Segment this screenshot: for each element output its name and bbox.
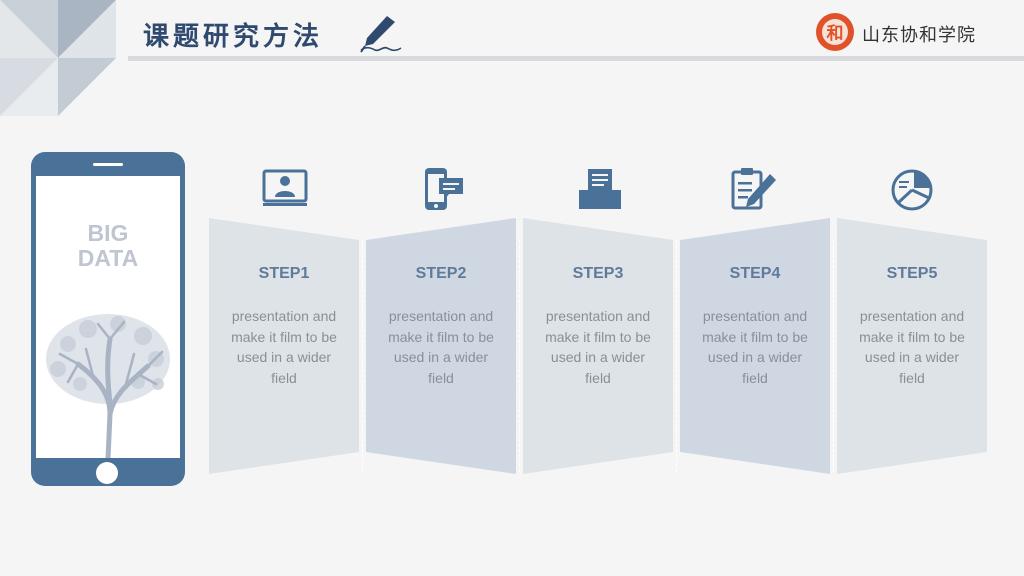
phone-speaker [93, 163, 123, 166]
phone-screen: BIG DATA [36, 176, 180, 458]
data-tree-illustration [46, 314, 170, 458]
step-description: presentation and make it film to be used… [702, 308, 808, 386]
step-title: STEP2 [415, 265, 467, 282]
phone-illustration: BIG DATA [31, 152, 185, 486]
step-panel-3-shape [523, 218, 673, 474]
step-panel-1-shape [209, 218, 359, 474]
document-tray-icon [579, 169, 621, 209]
presenter-monitor-icon [262, 169, 308, 206]
step-panel-5-shape [837, 218, 987, 474]
step-panel-2-shape [366, 218, 516, 474]
step-panel-1: STEP1 presentation and make it film to b… [209, 218, 359, 474]
panel-divider [519, 240, 520, 472]
phone-home-button [96, 462, 118, 484]
step-title: STEP4 [729, 265, 781, 282]
step-title: STEP3 [572, 265, 624, 282]
panel-divider [833, 240, 834, 472]
step-panel-5: STEP5 presentation and make it film to b… [837, 218, 987, 474]
step-panel-2: STEP2 presentation and make it film to b… [366, 218, 516, 474]
step-description: presentation and make it film to be used… [388, 308, 494, 386]
panel-divider [362, 240, 363, 472]
org-name: 山东协和学院 [862, 25, 976, 46]
header-divider [128, 56, 1024, 61]
school-logo: 和 [816, 13, 854, 51]
panel-divider [676, 240, 677, 472]
step-description: presentation and make it film to be used… [859, 308, 965, 386]
step-panel-4-shape [680, 218, 830, 474]
page-title: 课题研究方法 [143, 22, 324, 52]
step-panel-4: STEP4 presentation and make it film to b… [680, 218, 830, 474]
step-panel-3: STEP3 presentation and make it film to b… [523, 218, 673, 474]
step-description: presentation and make it film to be used… [231, 308, 337, 386]
big-data-label: BIG DATA [36, 221, 180, 271]
clipboard-pencil-icon [731, 168, 776, 210]
logo-glyph: 和 [827, 24, 844, 44]
step-title: STEP5 [886, 265, 938, 282]
pie-chart-icon [891, 169, 933, 211]
big-data-line-2: DATA [77, 245, 139, 271]
signature-pen-icon [360, 16, 402, 53]
phone-message-icon [425, 168, 463, 210]
step-title: STEP1 [258, 265, 310, 282]
corner-decoration [0, 0, 116, 116]
step-description: presentation and make it film to be used… [545, 308, 651, 386]
big-data-line-1: BIG [87, 220, 129, 246]
